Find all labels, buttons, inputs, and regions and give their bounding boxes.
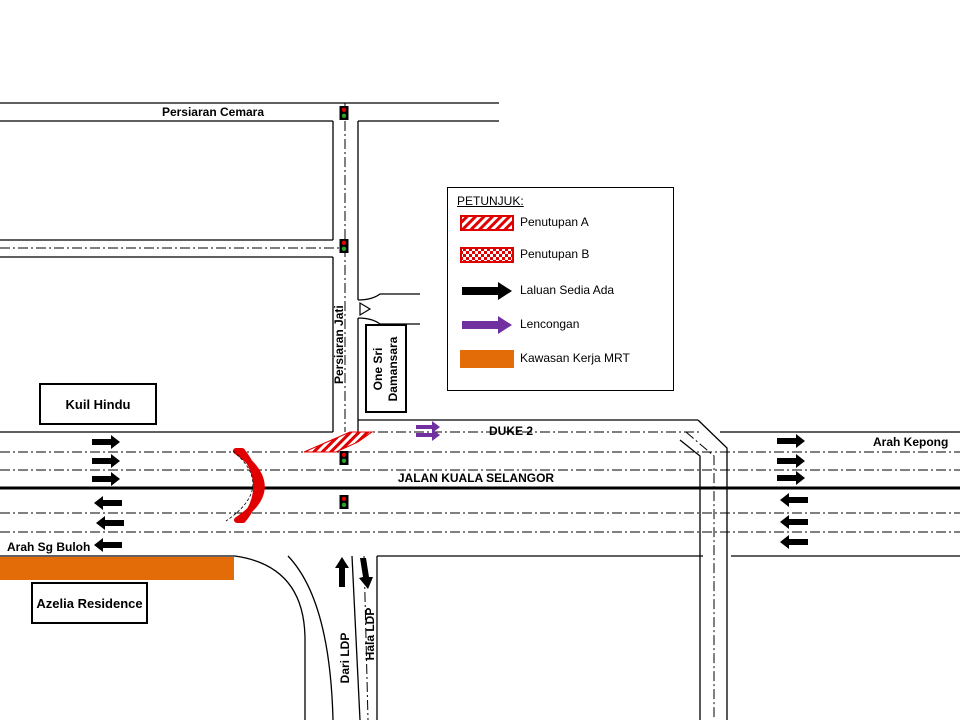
detour-arrow-icon bbox=[416, 421, 440, 433]
arrow-left-icon bbox=[94, 496, 122, 510]
traffic-light-icon bbox=[339, 451, 349, 465]
legend-label: Lencongan bbox=[520, 317, 580, 331]
one-sri-damansara-box bbox=[365, 324, 407, 413]
arrow-right-icon bbox=[92, 454, 120, 468]
legend-item-penutupan-a: Penutupan A bbox=[460, 213, 670, 233]
legend-label: Laluan Sedia Ada bbox=[520, 283, 615, 297]
label-hala-ldp: Hala LDP bbox=[363, 608, 377, 661]
legend: PETUNJUK: Penutupan A Penutupan B Laluan… bbox=[447, 187, 674, 391]
legend-label: Penutupan A bbox=[520, 215, 589, 229]
arrow-down-icon bbox=[359, 558, 373, 589]
label-persiaran-jati: Persiaran Jati bbox=[332, 305, 346, 384]
place-kuil-hindu: Kuil Hindu bbox=[39, 383, 157, 425]
orange-swatch-icon bbox=[460, 350, 514, 368]
arrow-left-icon bbox=[780, 493, 808, 507]
arrow-left-icon bbox=[94, 538, 122, 552]
label-kuil-hindu: Kuil Hindu bbox=[65, 396, 131, 412]
closure-b bbox=[233, 448, 265, 523]
traffic-light-icon bbox=[339, 106, 349, 120]
traffic-light-icon bbox=[339, 495, 349, 509]
label-arah-kepong: Arah Kepong bbox=[873, 435, 948, 449]
arrow-up-icon bbox=[335, 557, 349, 587]
closure-a bbox=[303, 431, 374, 453]
checker-swatch-icon bbox=[460, 247, 514, 263]
arrow-left-icon bbox=[96, 516, 124, 530]
black-arrow-icon bbox=[462, 282, 512, 300]
legend-item-laluan-sedia-ada: Laluan Sedia Ada bbox=[460, 281, 670, 301]
legend-label: Kawasan Kerja MRT bbox=[520, 351, 630, 365]
road-slip-one-sri bbox=[357, 293, 420, 325]
purple-arrow-icon bbox=[462, 316, 512, 334]
label-one-sri-damansara-1: One Sri bbox=[371, 348, 385, 391]
arrow-right-icon bbox=[92, 472, 120, 486]
label-duke2: DUKE 2 bbox=[489, 424, 533, 438]
stripes-swatch-icon bbox=[460, 215, 514, 231]
road-duke2-ramp bbox=[679, 419, 728, 720]
label-dari-ldp: Dari LDP bbox=[338, 633, 352, 684]
legend-item-penutupan-b: Penutupan B bbox=[460, 245, 670, 265]
arrow-right-icon bbox=[777, 471, 805, 485]
label-arah-sg-buloh: Arah Sg Buloh bbox=[7, 540, 90, 554]
label-one-sri-damansara-2: Damansara bbox=[386, 336, 400, 401]
place-azelia-residence: Azelia Residence bbox=[31, 582, 148, 624]
label-azelia-residence: Azelia Residence bbox=[36, 595, 143, 611]
arrow-right-icon bbox=[777, 434, 805, 448]
arrow-right-icon bbox=[777, 454, 805, 468]
legend-label: Penutupan B bbox=[520, 247, 590, 261]
legend-item-kawasan-kerja-mrt: Kawasan Kerja MRT bbox=[460, 349, 670, 369]
detour-arrow-icon bbox=[416, 429, 440, 441]
legend-title: PETUNJUK: bbox=[457, 194, 524, 208]
closure-b-outline bbox=[225, 450, 254, 522]
road-ldp bbox=[234, 555, 378, 720]
road-persiaran-jati bbox=[332, 103, 359, 432]
yield-triangle-icon bbox=[359, 301, 372, 317]
label-jalan-kuala-selangor: JALAN KUALA SELANGOR bbox=[398, 471, 555, 485]
traffic-light-icon bbox=[339, 239, 349, 253]
mrt-work-area bbox=[0, 557, 234, 580]
road-secondary bbox=[0, 239, 345, 258]
road-persiaran-cemara bbox=[0, 102, 499, 122]
arrow-left-icon bbox=[780, 515, 808, 529]
legend-item-lencongan: Lencongan bbox=[460, 315, 670, 335]
arrow-right-icon bbox=[92, 435, 120, 449]
label-persiaran-cemara: Persiaran Cemara bbox=[162, 105, 264, 119]
road-jalan-kuala-selangor bbox=[0, 419, 960, 557]
arrow-left-icon bbox=[780, 535, 808, 549]
